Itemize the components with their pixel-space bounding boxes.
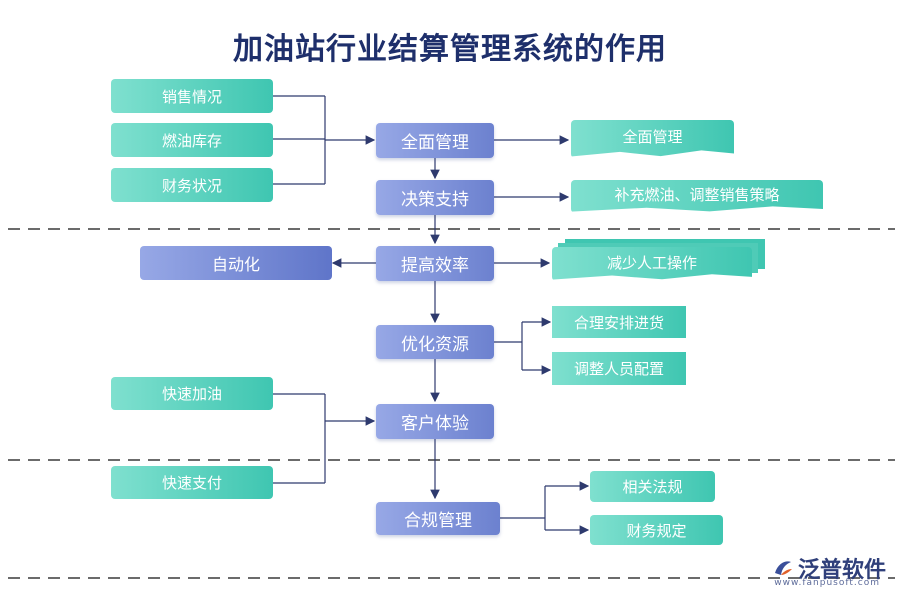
input-fuel-inventory: 燃油库存 <box>111 123 273 157</box>
flow-efficiency: 提高效率 <box>376 246 494 281</box>
outcome-automation: 自动化 <box>140 246 332 280</box>
outcome-staff-allocation: 调整人员配置 <box>552 352 686 385</box>
brand-logo-text: 泛普软件 <box>797 558 886 583</box>
flow-customer-experience: 客户体验 <box>376 404 494 439</box>
input-finance: 财务状况 <box>111 168 273 202</box>
outcome-finance-rules: 财务规定 <box>590 515 723 545</box>
diagram-title: 加油站行业结算管理系统的作用 <box>233 32 667 67</box>
brand-logo-icon <box>774 561 792 575</box>
outcome-regulations: 相关法规 <box>590 471 715 502</box>
brand-logo: 泛普软件 <box>772 552 886 584</box>
flow-resource-optimization: 优化资源 <box>376 325 494 359</box>
brand-logo-url: www.fanpusoft.com <box>774 578 880 588</box>
outcome-stock-planning: 合理安排进货 <box>552 306 686 338</box>
outcome-overall-management: 全面管理 <box>571 120 734 157</box>
input-fast-payment: 快速支付 <box>111 466 273 499</box>
flow-overall-management: 全面管理 <box>376 123 494 158</box>
flow-compliance: 合规管理 <box>376 502 500 535</box>
outcome-reduce-manual: 减少人工操作 <box>552 247 752 280</box>
outcome-decision-support: 补充燃油、调整销售策略 <box>571 180 823 212</box>
flow-decision-support: 决策支持 <box>376 180 494 215</box>
input-sales: 销售情况 <box>111 79 273 113</box>
input-fast-refuel: 快速加油 <box>111 377 273 410</box>
